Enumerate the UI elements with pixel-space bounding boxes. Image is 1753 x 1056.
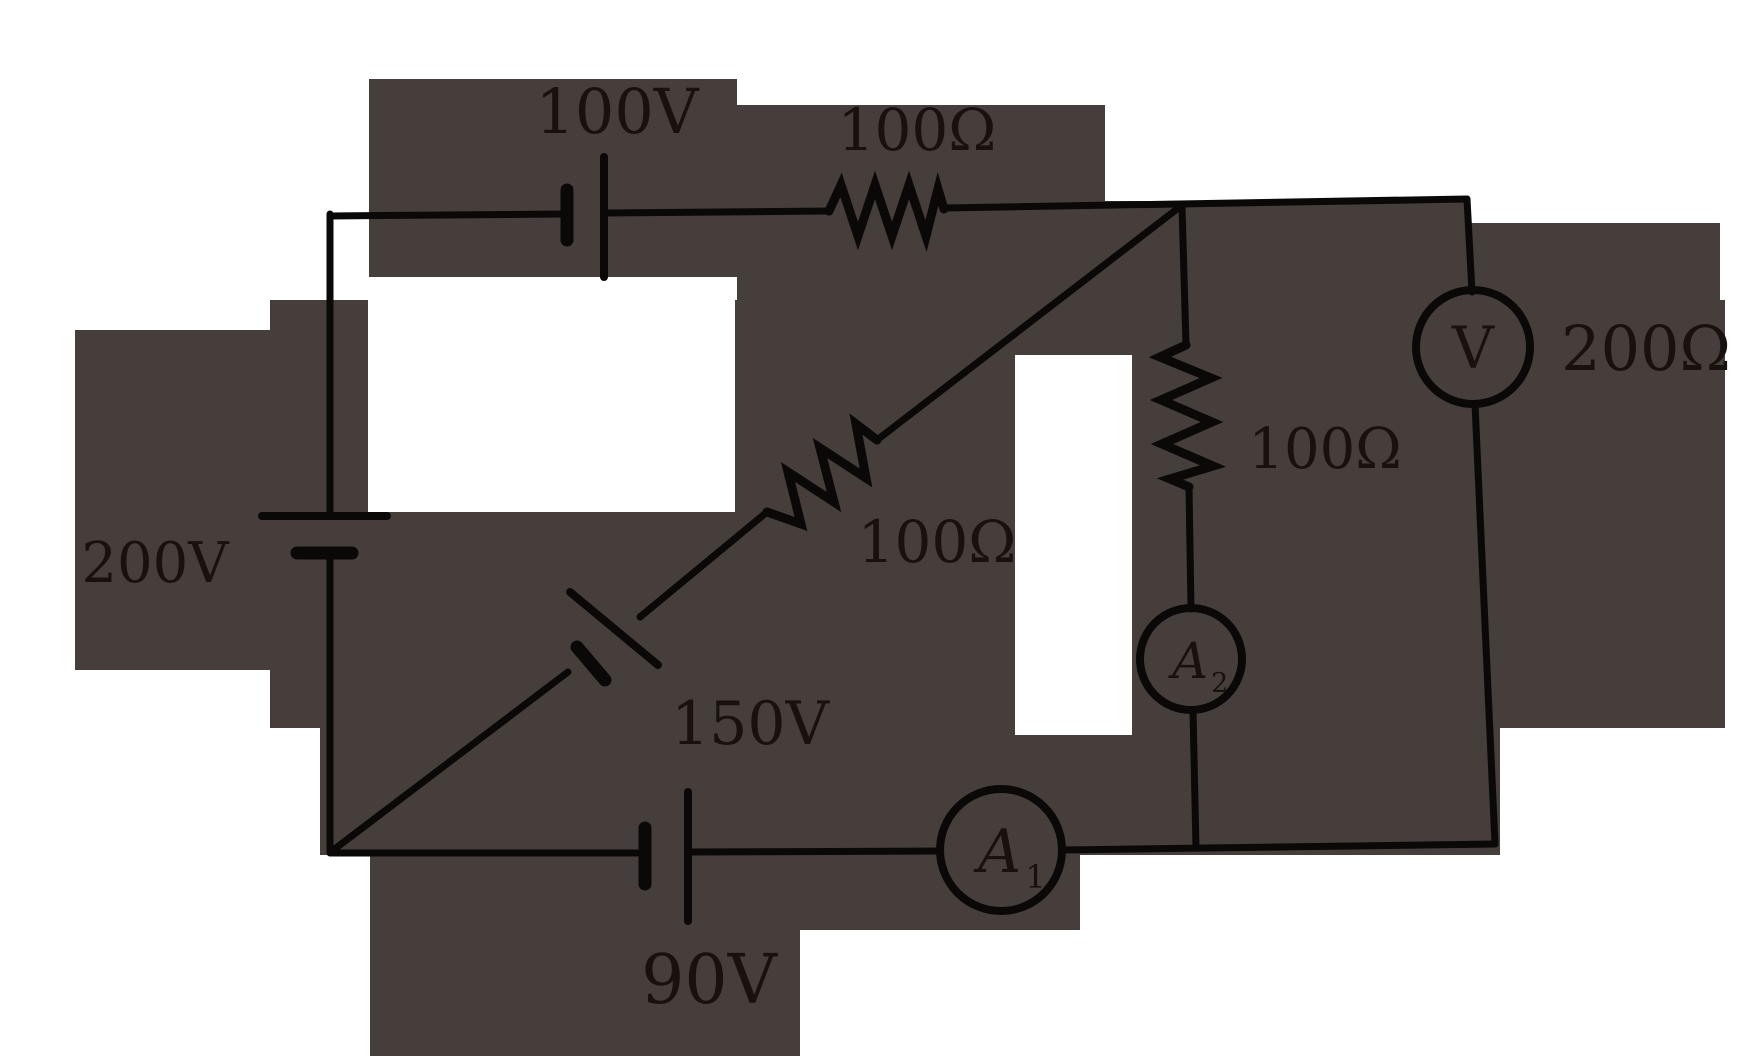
patch-bottom-block [370,930,800,1056]
wire-diagonal-upper [873,205,1181,444]
battery-diagonal-short-plate [570,640,612,687]
label-resistor-top: 100Ω [838,96,997,164]
wire-top-left [326,210,566,220]
wire-diagonal-mid [636,508,771,621]
ammeter-1-subscript: 1 [1025,858,1045,896]
label-resistor-middle: 100Ω [1248,417,1401,482]
wire-right-lower [1471,400,1499,848]
patch-top-mid-block [737,105,1105,300]
meters [936,286,1534,915]
wire-bottom-mid [685,847,943,856]
ammeter-2-main: A [1168,632,1208,690]
patch-below-wire-band [370,855,1080,930]
wire-middle-upper [1178,202,1190,349]
wire-top-mid [604,207,833,217]
wire-middle-lower [1189,706,1200,852]
patch-top-left-block [369,79,737,277]
battery-diagonal-150v [566,588,662,687]
label-voltmeter-resistance: 200Ω [1561,312,1731,385]
battery-diagonal-long-plate [566,588,662,669]
label-battery-top: 100V [535,75,699,148]
cutout-upper-left-rect [368,300,735,512]
background-patches [75,79,1725,1056]
labels: 100V 100Ω 200V 100Ω 150V 90V 100Ω 200Ω V… [81,75,1731,1020]
wire-right-upper [1463,195,1476,296]
wires [326,195,1499,857]
label-resistor-diagonal: 100Ω [858,508,1017,576]
voltmeter-circle [1412,286,1534,408]
patch-top-right-strip [1105,201,1467,300]
ammeter-2-circle [1136,604,1246,714]
ammeter-1-main: A [973,817,1021,887]
label-battery-left: 200V [81,531,230,596]
ammeter-2-subscript: 2 [1211,668,1228,699]
wire-bottom-right [1059,840,1499,854]
patch-lower-band [320,728,1500,855]
resistor-middle-zigzag [1148,340,1227,492]
wire-top-right [940,195,1471,212]
resistor-diagonal-zigzag [762,413,882,532]
battery-left-200v [258,512,391,560]
white-cutouts [368,300,1132,735]
wire-diagonal-lower [328,668,572,855]
resistors [762,170,1227,532]
patch-left-bulge [75,330,270,670]
patch-far-right-strip [1467,223,1720,300]
resistor-top-zigzag [824,170,949,252]
cutout-middle-tall-rect [1015,355,1132,735]
label-battery-diagonal: 150V [671,689,831,759]
voltmeter-letter: V [1451,314,1495,382]
ammeter-1-circle [936,785,1066,915]
wire-middle-mid [1185,483,1195,613]
battery-top-100v [560,153,608,281]
battery-bottom-90v [638,788,692,925]
label-battery-bottom: 90V [641,941,779,1020]
